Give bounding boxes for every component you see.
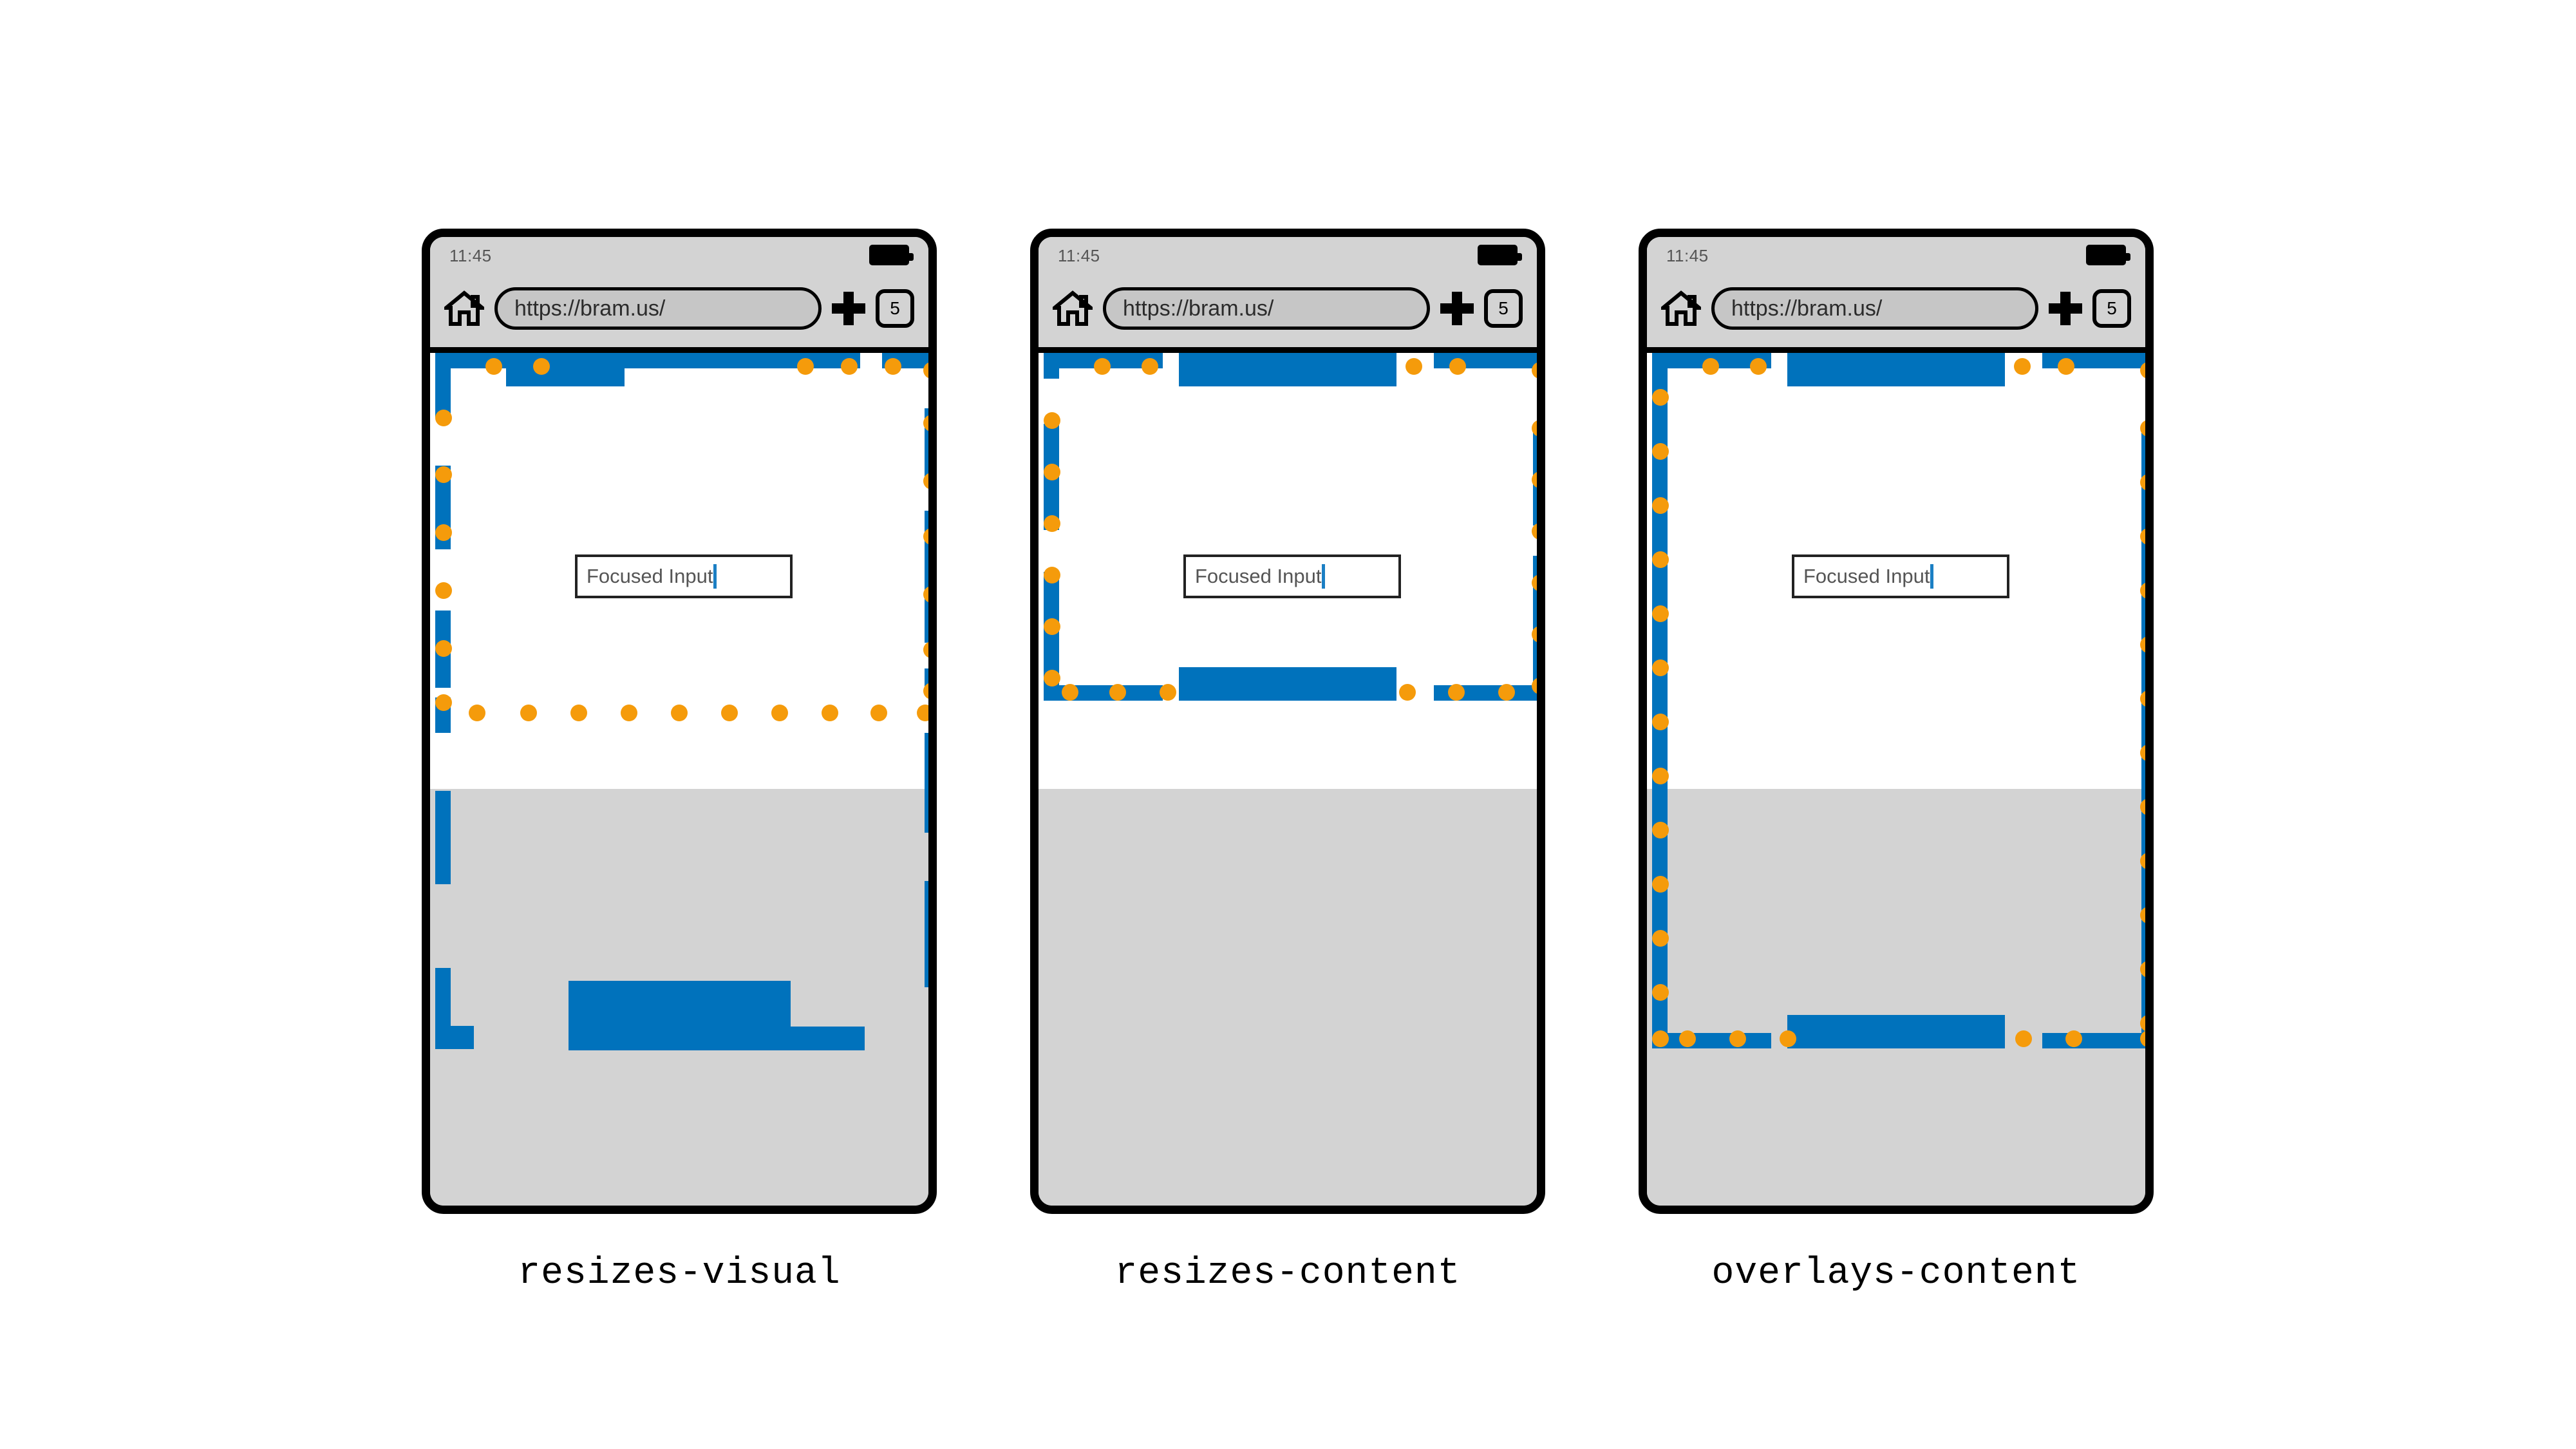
battery-icon [2086, 245, 2130, 265]
browser-chrome: 11:45 https://bram.us/ 5 [1039, 237, 1537, 353]
caption-resizes-content: resizes-content [1114, 1253, 1461, 1294]
caption-overlays-content: overlays-content [1711, 1253, 2081, 1294]
url-text: https://bram.us/ [1123, 296, 1274, 321]
battery-icon [869, 245, 914, 265]
phone-device: 11:45 https://bram.us/ 5 [1030, 229, 1545, 1214]
tab-count-badge[interactable]: 5 [1484, 289, 1523, 328]
focused-input[interactable]: Focused Input [1183, 554, 1401, 598]
status-bar-time: 11:45 [1058, 246, 1100, 265]
plus-icon[interactable] [2049, 292, 2082, 325]
browser-chrome: 11:45 https://bram.us/ 5 [430, 237, 928, 353]
focused-input[interactable]: Focused Input [1792, 554, 2009, 598]
browser-toolbar: https://bram.us/ 5 [1039, 274, 1537, 343]
text-caret [1322, 564, 1326, 589]
web-content-pane: Focused Input [1647, 353, 2145, 800]
web-content-pane: Focused Input [430, 353, 928, 800]
url-bar[interactable]: https://bram.us/ [1103, 287, 1430, 330]
phone-column-resizes-content: 11:45 https://bram.us/ 5 [1030, 229, 1545, 1214]
browser-toolbar: https://bram.us/ 5 [430, 274, 928, 343]
phone-screen: Focused Input [1647, 353, 2145, 1206]
home-icon[interactable] [440, 290, 488, 327]
focused-input-value: Focused Input [1195, 565, 1322, 587]
phone-screen: Focused Input [430, 353, 928, 1206]
phone-column-resizes-visual: 11:45 https://bram.us/ 5 [422, 229, 937, 1214]
web-content-pane: Focused Input [1039, 353, 1537, 800]
url-bar[interactable]: https://bram.us/ [494, 287, 822, 330]
phone-device: 11:45 https://bram.us/ 5 [422, 229, 937, 1214]
status-bar-time: 11:45 [1666, 246, 1709, 265]
virtual-keyboard-pane [1039, 789, 1537, 1206]
phone-column-overlays-content: 11:45 https://bram.us/ 5 [1639, 229, 2154, 1214]
focused-input-value: Focused Input [1803, 565, 1930, 587]
status-bar-time: 11:45 [449, 246, 492, 265]
battery-icon [1478, 245, 1522, 265]
plus-icon[interactable] [832, 292, 865, 325]
focused-input[interactable]: Focused Input [575, 554, 793, 598]
plus-icon[interactable] [1440, 292, 1474, 325]
url-text: https://bram.us/ [514, 296, 666, 321]
tab-count-badge[interactable]: 5 [2092, 289, 2131, 328]
virtual-keyboard-pane [430, 789, 928, 1206]
focused-input-value: Focused Input [587, 565, 713, 587]
home-icon[interactable] [1657, 290, 1705, 327]
virtual-keyboard-pane [1647, 789, 2145, 1206]
url-bar[interactable]: https://bram.us/ [1711, 287, 2038, 330]
phone-device: 11:45 https://bram.us/ 5 [1639, 229, 2154, 1214]
text-caret [1930, 564, 1934, 589]
caption-resizes-visual: resizes-visual [518, 1253, 841, 1294]
url-text: https://bram.us/ [1731, 296, 1883, 321]
browser-toolbar: https://bram.us/ 5 [1647, 274, 2145, 343]
phone-screen: Focused Input [1039, 353, 1537, 1206]
browser-chrome: 11:45 https://bram.us/ 5 [1647, 237, 2145, 353]
text-caret [713, 564, 717, 589]
home-icon[interactable] [1049, 290, 1096, 327]
tab-count-badge[interactable]: 5 [876, 289, 914, 328]
